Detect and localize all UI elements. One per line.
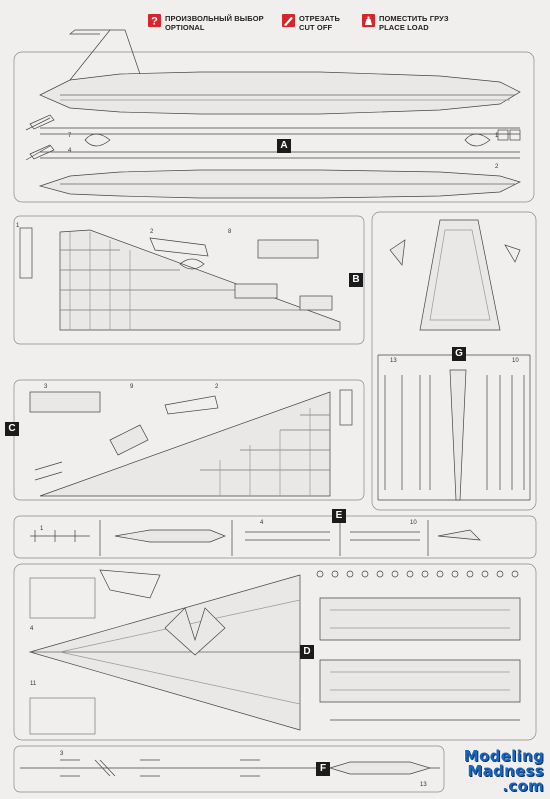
legend-cut-off-en: CUT OFF — [299, 23, 333, 32]
sprue-label-a: A — [277, 139, 291, 153]
sprue-d — [13, 563, 537, 741]
svg-text:9: 9 — [130, 384, 134, 390]
svg-text:13: 13 — [420, 782, 427, 788]
question-icon: ? — [148, 14, 161, 27]
svg-text:8: 8 — [228, 229, 232, 235]
svg-text:4: 4 — [68, 148, 72, 154]
svg-text:1: 1 — [40, 526, 44, 532]
legend-optional-en: OPTIONAL — [165, 23, 205, 32]
svg-text:2: 2 — [495, 164, 499, 170]
watermark-line2: Madness — [467, 762, 544, 780]
svg-text:7: 7 — [68, 133, 72, 139]
sprue-label-b: B — [349, 273, 363, 287]
sprue-f — [13, 745, 445, 793]
svg-text:2: 2 — [215, 384, 219, 390]
watermark-line1: Modeling — [463, 747, 544, 765]
svg-text:11: 11 — [30, 681, 37, 687]
weight-icon — [362, 14, 375, 27]
legend-place-load-en: PLACE LOAD — [379, 23, 429, 32]
svg-text:2: 2 — [150, 229, 154, 235]
svg-text:?: ? — [151, 16, 158, 28]
sprue-c — [13, 379, 365, 501]
sprue-label-f: F — [316, 762, 330, 776]
sprue-label-d: D — [300, 645, 314, 659]
svg-text:4: 4 — [30, 626, 34, 632]
sprue-label-e: E — [332, 509, 346, 523]
legend-place-load: ПОМЕСТИТЬ ГРУЗ PLACE LOAD — [362, 14, 449, 32]
svg-text:4: 4 — [260, 520, 264, 526]
sprue-a — [13, 29, 535, 203]
legend-optional: ? ПРОИЗВОЛЬНЫЙ ВЫБОР OPTIONAL — [148, 14, 264, 32]
sprue-label-g: G — [452, 347, 466, 361]
knife-icon — [282, 14, 295, 27]
svg-text:10: 10 — [410, 520, 417, 526]
watermark-line3: .com — [502, 777, 544, 795]
part-numbers: 7 4 1 2 1 2 8 3 9 2 13 10 1 4 10 4 11 3 … — [16, 133, 519, 788]
sprue-b — [13, 215, 365, 345]
sprue-label-c: C — [5, 422, 19, 436]
svg-text:13: 13 — [390, 358, 397, 364]
instruction-legend: ? ПРОИЗВОЛЬНЫЙ ВЫБОР OPTIONAL ОТРЕЗАТЬ C… — [0, 14, 550, 44]
legend-cut-off: ОТРЕЗАТЬ CUT OFF — [282, 14, 340, 32]
svg-text:3: 3 — [60, 751, 64, 757]
svg-text:1: 1 — [495, 133, 499, 139]
svg-text:3: 3 — [44, 384, 48, 390]
sprue-g — [371, 211, 537, 511]
legend-cut-off-ru: ОТРЕЗАТЬ — [299, 14, 340, 23]
sprue-e — [13, 515, 537, 559]
legend-place-load-ru: ПОМЕСТИТЬ ГРУЗ — [379, 14, 449, 23]
svg-text:1: 1 — [16, 223, 20, 229]
svg-text:10: 10 — [512, 358, 519, 364]
modelingmadness-watermark: Modeling Madness .com — [446, 747, 548, 795]
legend-optional-ru: ПРОИЗВОЛЬНЫЙ ВЫБОР — [165, 14, 264, 23]
